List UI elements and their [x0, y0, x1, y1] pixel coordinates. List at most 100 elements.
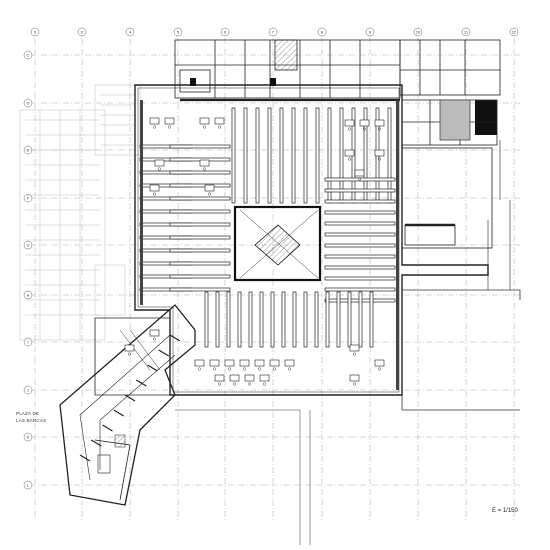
site-boundary	[175, 289, 521, 545]
chair	[378, 127, 382, 131]
desk	[164, 117, 175, 125]
grid-row-label: L	[27, 483, 30, 488]
desk	[354, 169, 365, 177]
chair	[363, 127, 367, 131]
grid-column-label: 3	[34, 30, 37, 35]
grid-row-marker: H	[23, 290, 33, 300]
chair	[152, 192, 156, 196]
grid-column-label: 8	[321, 30, 324, 35]
grid-column-bubble	[461, 27, 471, 37]
desk	[209, 359, 220, 367]
grid-column-bubble	[317, 27, 327, 37]
shelf-row	[215, 291, 220, 348]
shelf-row	[292, 291, 297, 348]
shelf-row	[303, 291, 308, 348]
shelf-row	[237, 291, 242, 348]
shelf-row	[226, 291, 231, 348]
shelf-row	[169, 222, 231, 227]
desk	[374, 149, 385, 157]
grid-row-marker: J	[23, 385, 33, 395]
desk	[374, 119, 385, 127]
grid-row-marker: L	[23, 480, 33, 490]
desk	[374, 359, 385, 367]
grid-row-bubble	[23, 432, 33, 442]
grid-column-bubble	[30, 27, 40, 37]
shelf-row	[281, 291, 286, 348]
grid-row-label: D	[27, 101, 30, 106]
grid-column-marker: 9	[365, 27, 375, 37]
desk	[239, 359, 250, 367]
service-core	[190, 78, 196, 86]
chair	[167, 125, 171, 129]
desk	[359, 119, 370, 127]
chair	[232, 382, 236, 386]
study-desks	[124, 117, 385, 386]
shelf-row	[324, 188, 396, 193]
shelf-row	[248, 291, 253, 348]
shelf-row	[169, 261, 231, 266]
chair	[353, 382, 357, 386]
shelf-row	[169, 196, 231, 201]
desk	[149, 117, 160, 125]
grid-column-label: 12	[512, 30, 517, 35]
shelf-row	[124, 394, 136, 402]
chair	[212, 367, 216, 371]
desk	[149, 184, 160, 192]
shelf-row	[324, 254, 396, 259]
shelf-row	[90, 439, 102, 447]
grid-column-label: 11	[464, 30, 469, 35]
desk	[349, 374, 360, 382]
grid-column-label: 4	[129, 30, 132, 35]
shelf-row	[324, 287, 396, 292]
grid-row-marker: F	[23, 193, 33, 203]
chair	[358, 177, 362, 181]
chair	[273, 367, 277, 371]
grid-row-bubble	[23, 480, 33, 490]
grid-column-bubble	[365, 27, 375, 37]
grid-column-bubble	[220, 27, 230, 37]
chair	[353, 352, 357, 356]
grid-column-label: 9	[369, 30, 372, 35]
central-atrium	[233, 205, 322, 282]
grid-column-bubble	[173, 27, 183, 37]
grid-row-label: J	[27, 388, 29, 393]
grid-column-marker: 11	[461, 27, 471, 37]
grid-row-label: H	[27, 293, 30, 298]
grid-row-label: C	[27, 53, 30, 58]
service-rooms	[174, 39, 501, 102]
grid-column-bubble	[125, 27, 135, 37]
shelf-row	[336, 291, 341, 348]
desk	[149, 329, 160, 337]
desk	[244, 374, 255, 382]
shelf-row	[102, 424, 113, 432]
grid-row-label: G	[26, 243, 29, 248]
shelf-row	[369, 291, 374, 348]
grid-column-bubble	[509, 27, 519, 37]
shelf-row	[324, 210, 396, 215]
chair	[202, 167, 206, 171]
grid-column-label: 7	[272, 30, 275, 35]
shelf-row	[324, 177, 396, 182]
desk	[349, 344, 360, 352]
chair	[348, 127, 352, 131]
shelf-row	[324, 265, 396, 270]
desk	[199, 159, 210, 167]
grid-row-label: K	[27, 435, 30, 440]
chair	[207, 192, 211, 196]
grid-column-label: 3'	[81, 30, 84, 35]
chair	[152, 337, 156, 341]
place-label-line2: LAS BARCAS	[16, 418, 46, 423]
right-annex	[401, 99, 511, 290]
chair	[348, 157, 352, 161]
shelf-row	[204, 291, 209, 348]
grid-column-marker: 6	[220, 27, 230, 37]
reading-area	[94, 317, 171, 396]
shelf-row	[147, 364, 158, 372]
grid-column-bubble	[77, 27, 87, 37]
grid-column-marker: 8	[317, 27, 327, 37]
service-core	[270, 78, 276, 86]
grid-column-marker: 3'	[77, 27, 87, 37]
neighbouring-buildings	[19, 84, 141, 341]
shelf-row	[255, 107, 260, 204]
shelf-row	[270, 291, 275, 348]
